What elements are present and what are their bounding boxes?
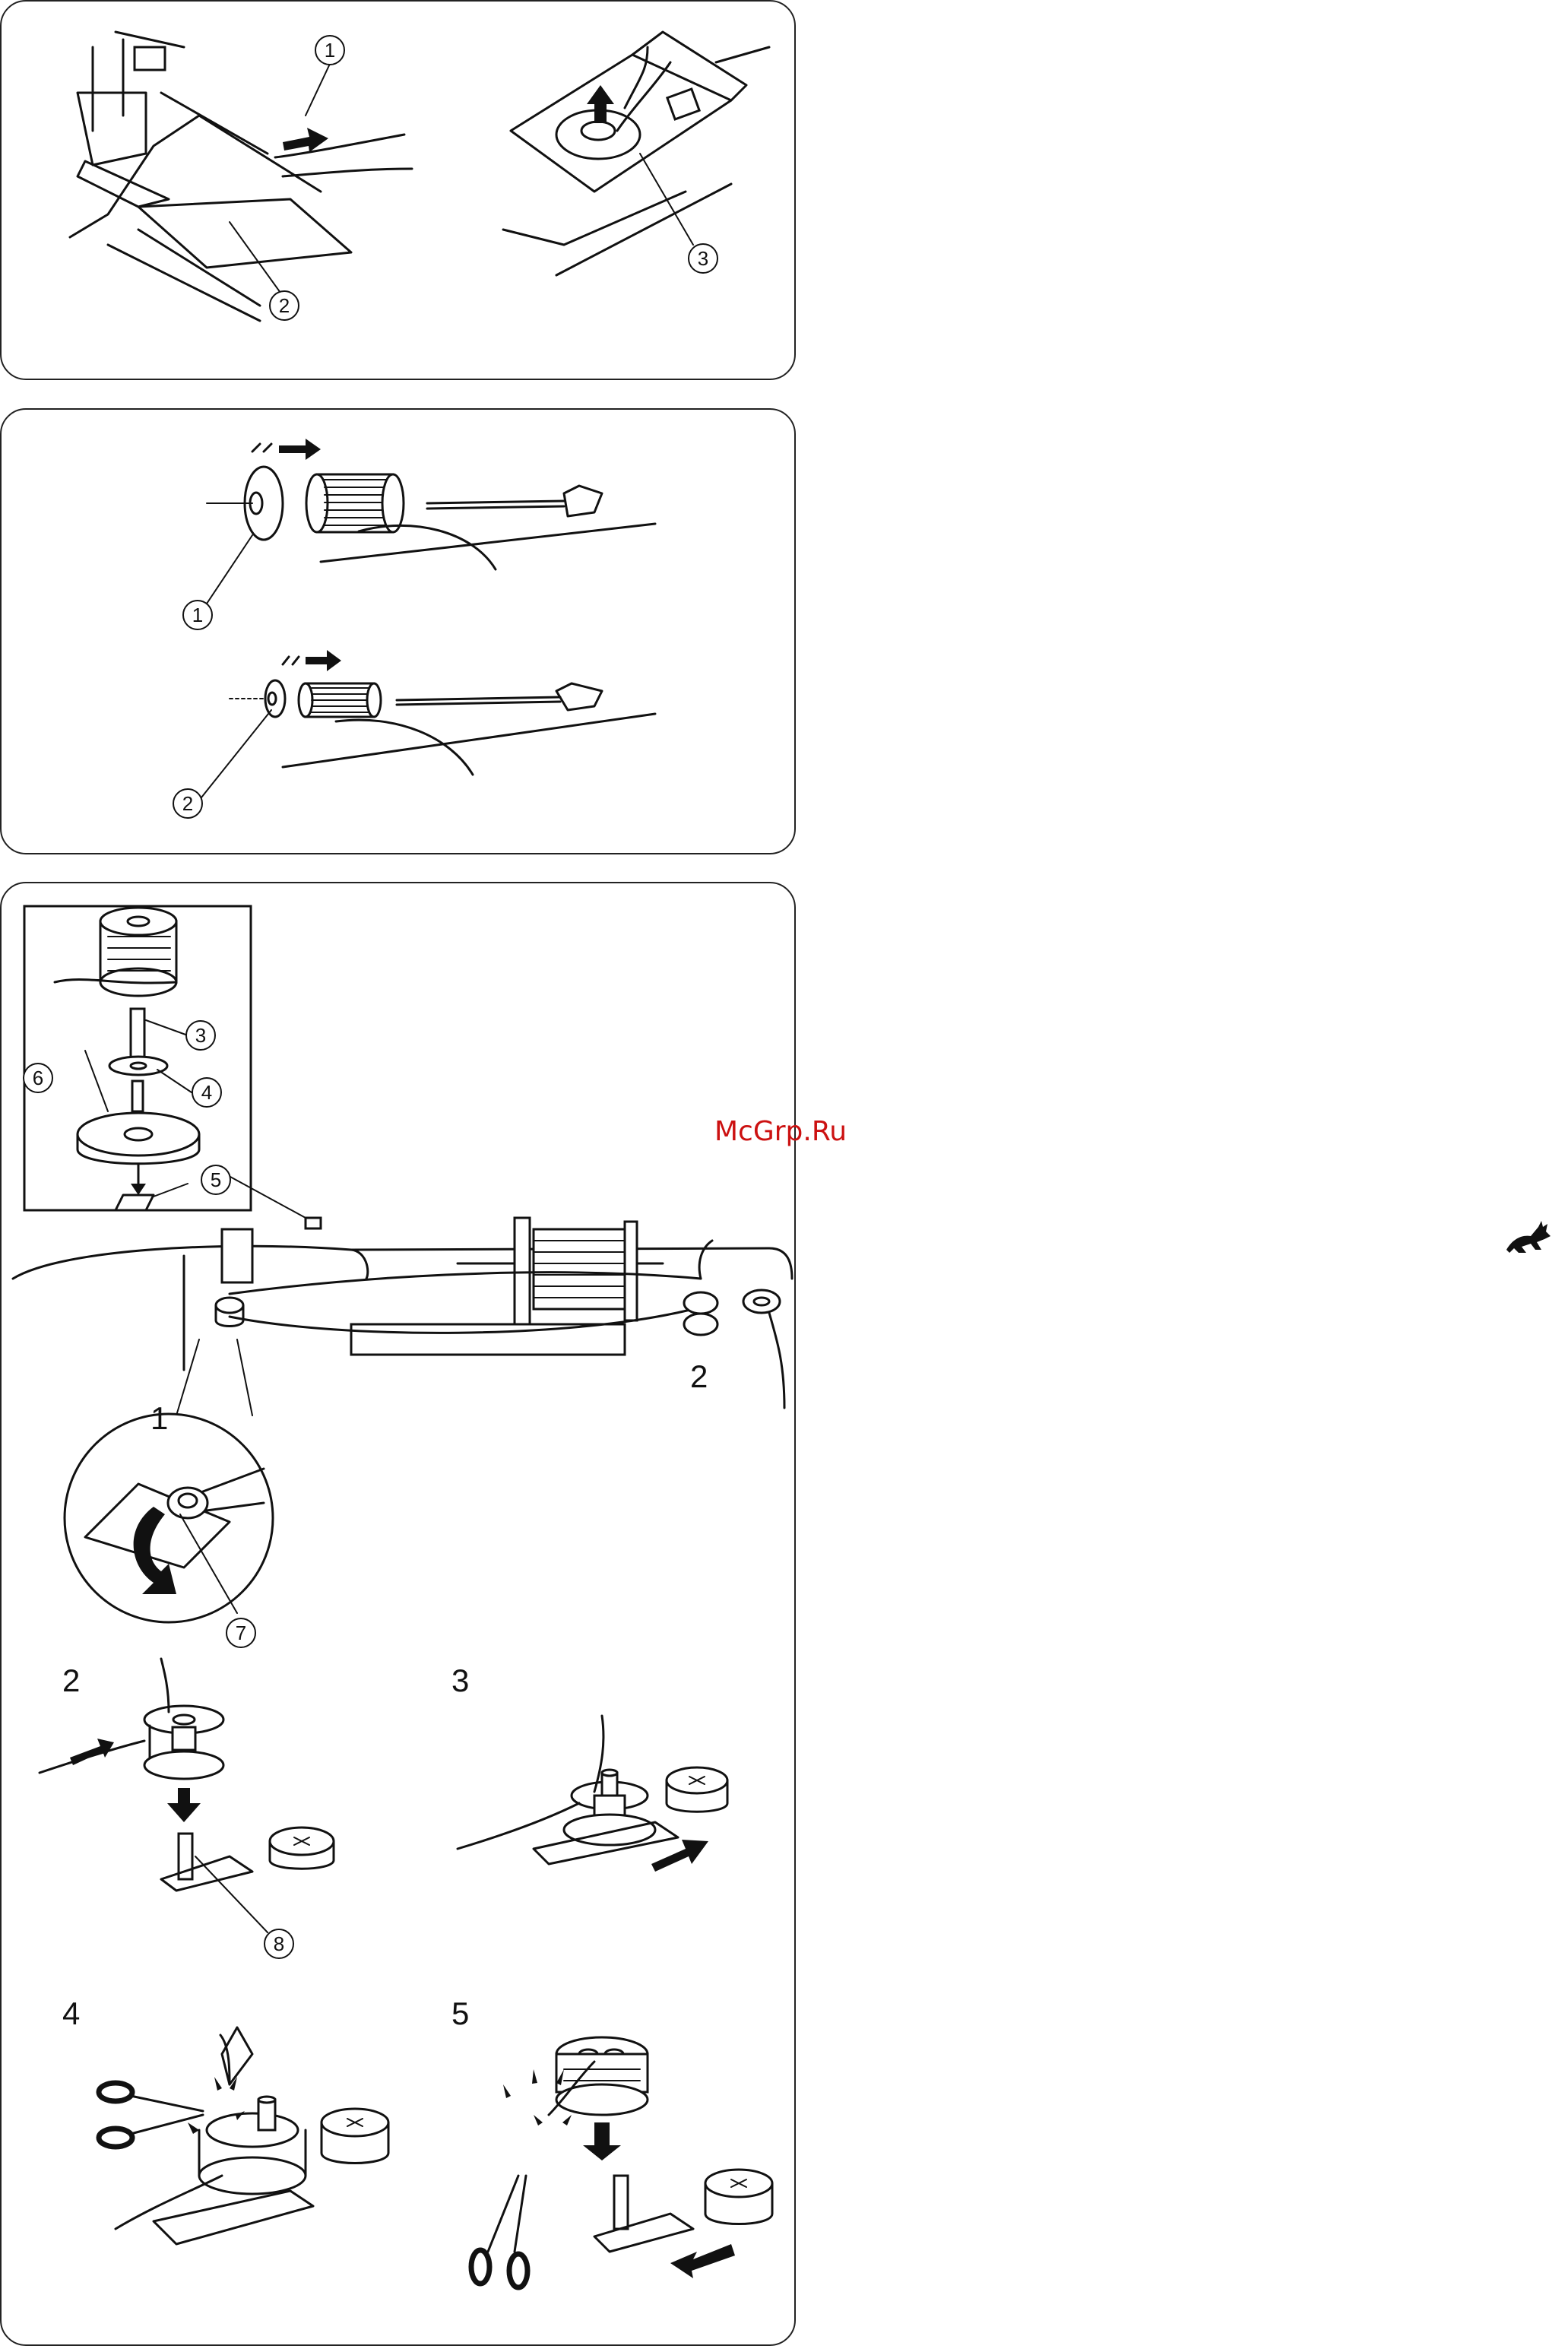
callout-1: 1 [182,600,213,630]
panel-bobbin-removal: 1 2 3 [0,0,796,380]
step-number: 4 [62,1996,80,2032]
step-number: 5 [451,1996,469,2032]
panel-spool-cap: 1 2 [0,408,796,854]
panel-bobbin-winding: 3 4 6 5 7 8 1 2 2 3 4 5 [0,882,796,2346]
callout-7: 7 [226,1618,256,1648]
step-number: 2 [690,1358,708,1395]
callout-3: 3 [688,243,718,274]
callout-4: 4 [192,1077,222,1108]
callout-6: 6 [23,1063,53,1093]
callout-2: 2 [269,290,299,321]
bobbin-removal-illustration [2,2,796,380]
spool-cap-illustration [2,410,796,854]
callout-1: 1 [315,35,345,65]
watermark: McGrp.Ru [714,1116,847,1147]
callout-8: 8 [264,1929,294,1959]
step-number: 2 [62,1663,80,1699]
callout-5: 5 [201,1165,231,1195]
bobbin-winding-illustration [2,883,796,2346]
step-number: 3 [451,1663,469,1699]
step-number: 1 [150,1400,168,1437]
callout-3: 3 [185,1020,216,1051]
callout-2: 2 [173,788,203,819]
